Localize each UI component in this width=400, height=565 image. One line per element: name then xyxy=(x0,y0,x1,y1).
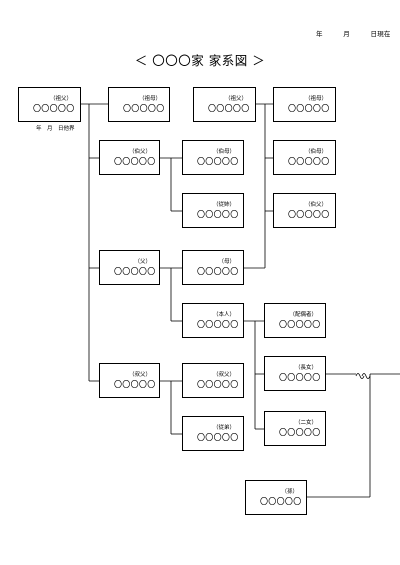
name-placeholder: 〇〇〇〇〇 xyxy=(288,157,330,166)
box-aunt-younger: （叔父） 〇〇〇〇〇 xyxy=(182,363,244,398)
role-label: （二女） xyxy=(294,420,317,426)
role-label: （祖父） xyxy=(224,96,247,102)
role-label: （伯父） xyxy=(128,149,151,155)
role-label: （祖母） xyxy=(304,96,327,102)
as-of-date-line: 年 月 日現在 xyxy=(316,28,391,38)
role-label: （伯母） xyxy=(304,149,327,155)
name-placeholder: 〇〇〇〇〇 xyxy=(197,157,239,166)
founder-death-note: 年 月 日他界 xyxy=(36,126,75,132)
role-label: （伯母） xyxy=(212,149,235,155)
box-spouse: （配偶者） 〇〇〇〇〇 xyxy=(264,303,326,338)
name-placeholder: 〇〇〇〇〇 xyxy=(260,497,302,506)
name-placeholder: 〇〇〇〇〇 xyxy=(279,428,321,437)
name-placeholder: 〇〇〇〇〇 xyxy=(197,433,239,442)
name-placeholder: 〇〇〇〇〇 xyxy=(288,104,330,113)
box-maternal-grandfather: （祖父） 〇〇〇〇〇 xyxy=(193,87,256,122)
box-self: （本人） 〇〇〇〇〇 xyxy=(182,303,244,338)
name-placeholder: 〇〇〇〇〇 xyxy=(197,210,239,219)
box-second-daughter: （二女） 〇〇〇〇〇 xyxy=(264,411,326,446)
role-label: （従弟） xyxy=(212,425,235,431)
role-label: （祖母） xyxy=(138,96,161,102)
box-father: （父） 〇〇〇〇〇 xyxy=(99,250,160,285)
role-label: （従姉） xyxy=(212,202,235,208)
role-label: （祖父） xyxy=(49,96,72,102)
box-cousin-2: （従弟） 〇〇〇〇〇 xyxy=(182,416,244,451)
name-placeholder: 〇〇〇〇〇 xyxy=(114,380,156,389)
box-great-grandmother: （祖母） 〇〇〇〇〇 xyxy=(108,87,170,122)
box-mother: （母） 〇〇〇〇〇 xyxy=(182,250,244,285)
box-great-grandfather: （祖父） 〇〇〇〇〇 xyxy=(18,87,81,122)
name-placeholder: 〇〇〇〇〇 xyxy=(123,104,165,113)
date-day-label: 日現在 xyxy=(370,30,391,38)
page-title: ＜ 〇〇〇家 家系図 ＞ xyxy=(134,53,266,68)
name-placeholder: 〇〇〇〇〇 xyxy=(197,380,239,389)
role-label: （父） xyxy=(134,259,151,265)
box-uncle-younger: （叔父） 〇〇〇〇〇 xyxy=(99,363,160,398)
name-placeholder: 〇〇〇〇〇 xyxy=(208,104,250,113)
role-label: （叔父） xyxy=(128,372,151,378)
box-maternal-grandmother: （祖母） 〇〇〇〇〇 xyxy=(273,87,336,122)
role-label: （伯父） xyxy=(304,202,327,208)
name-placeholder: 〇〇〇〇〇 xyxy=(197,267,239,276)
box-uncle-maternal: （伯父） 〇〇〇〇〇 xyxy=(273,193,336,228)
name-placeholder: 〇〇〇〇〇 xyxy=(33,104,75,113)
box-grandchild: （孫） 〇〇〇〇〇 xyxy=(245,480,307,515)
name-placeholder: 〇〇〇〇〇 xyxy=(279,320,321,329)
box-aunt-elder: （伯母） 〇〇〇〇〇 xyxy=(182,140,244,175)
box-cousin-1: （従姉） 〇〇〇〇〇 xyxy=(182,193,244,228)
box-eldest-daughter: （長女） 〇〇〇〇〇 xyxy=(264,356,326,391)
name-placeholder: 〇〇〇〇〇 xyxy=(114,267,156,276)
name-placeholder: 〇〇〇〇〇 xyxy=(279,373,321,382)
role-label: （孫） xyxy=(281,489,298,495)
name-placeholder: 〇〇〇〇〇 xyxy=(288,210,330,219)
date-month-label: 月 xyxy=(343,30,350,38)
role-label: （母） xyxy=(218,259,235,265)
name-placeholder: 〇〇〇〇〇 xyxy=(114,157,156,166)
role-label: （配偶者） xyxy=(289,312,317,318)
box-uncle-elder: （伯父） 〇〇〇〇〇 xyxy=(99,140,160,175)
box-aunt-maternal: （伯母） 〇〇〇〇〇 xyxy=(273,140,336,175)
role-label: （本人） xyxy=(212,312,235,318)
role-label: （長女） xyxy=(294,365,317,371)
role-label: （叔父） xyxy=(212,372,235,378)
date-year-label: 年 xyxy=(316,30,323,38)
name-placeholder: 〇〇〇〇〇 xyxy=(197,320,239,329)
